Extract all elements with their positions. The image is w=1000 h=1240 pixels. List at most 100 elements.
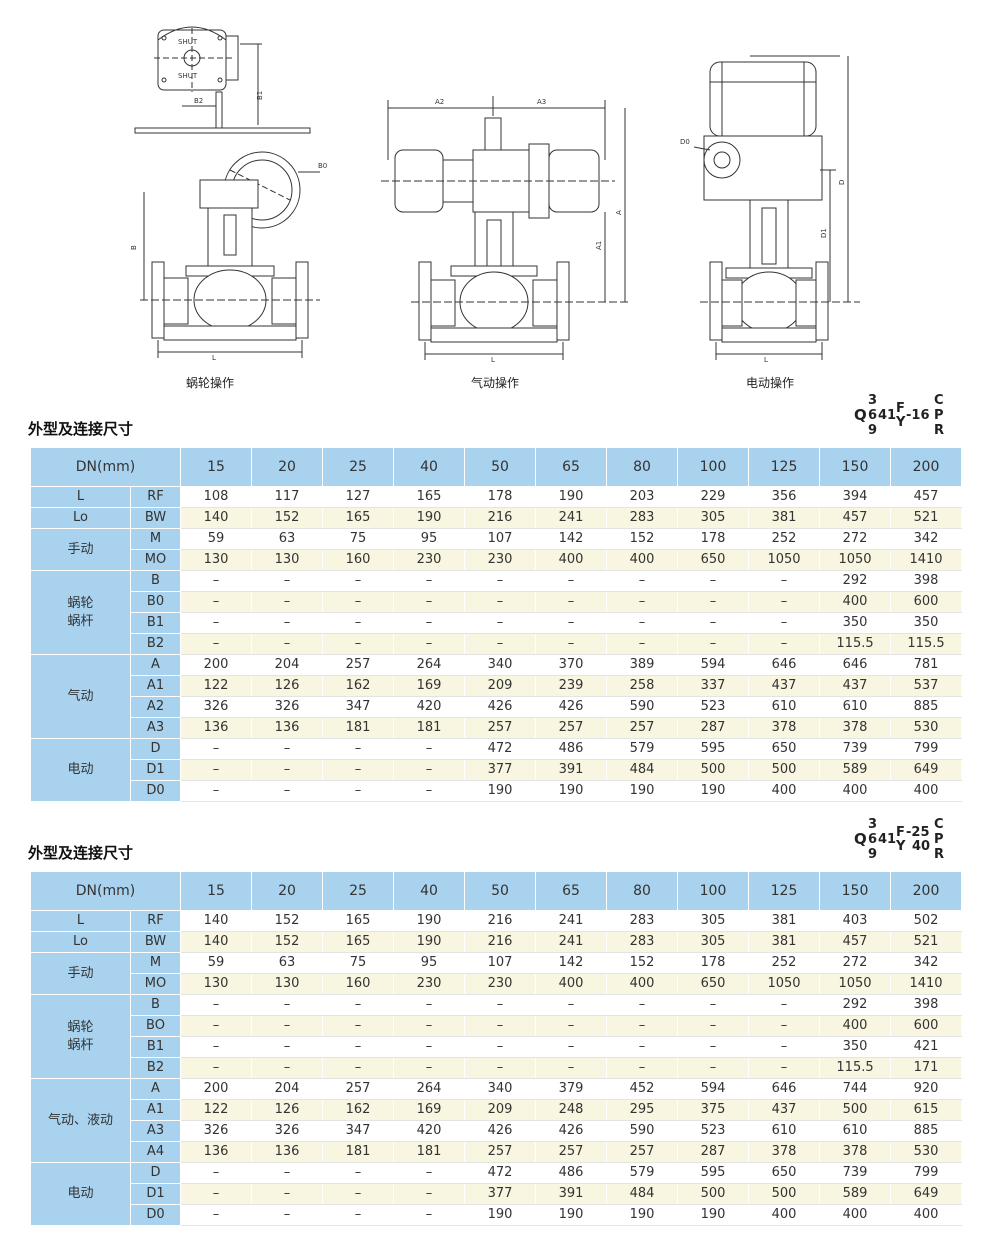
value-cell: – — [606, 1057, 679, 1079]
value-cell: 178 — [677, 528, 750, 550]
value-cell: 190 — [606, 780, 679, 802]
value-cell: – — [677, 612, 750, 634]
row-group-label: L — [30, 910, 131, 932]
value-cell: – — [393, 1183, 466, 1205]
value-cell: – — [677, 570, 750, 592]
row-sub-label: A — [129, 654, 182, 676]
value-cell: 610 — [819, 696, 892, 718]
value-cell: 59 — [180, 528, 253, 550]
value-cell: – — [180, 1183, 253, 1205]
header-size-cell: 100 — [677, 447, 750, 487]
value-cell: – — [180, 1015, 253, 1037]
row-sub-label: BW — [129, 507, 182, 529]
value-cell: 530 — [890, 717, 963, 739]
value-cell: 594 — [677, 654, 750, 676]
value-cell: 579 — [606, 1162, 679, 1184]
header-size-cell: 150 — [819, 871, 892, 911]
header-size-cell: 15 — [180, 447, 253, 487]
value-cell: 209 — [464, 1099, 537, 1121]
value-cell: 1410 — [890, 973, 963, 995]
row-sub-label: M — [129, 952, 182, 974]
value-cell: 305 — [677, 931, 750, 953]
value-cell: 610 — [748, 1120, 821, 1142]
row-group-label: 蜗轮 蜗杆 — [30, 994, 131, 1079]
value-cell: 162 — [322, 1099, 395, 1121]
value-cell: – — [535, 1057, 608, 1079]
header-size-cell: 200 — [890, 447, 963, 487]
value-cell: 885 — [890, 1120, 963, 1142]
row-sub-label: B — [129, 570, 182, 592]
value-cell: 400 — [535, 549, 608, 571]
value-cell: 216 — [464, 931, 537, 953]
value-cell: 136 — [251, 1141, 324, 1163]
value-cell: 257 — [535, 1141, 608, 1163]
value-cell: 579 — [606, 738, 679, 760]
value-cell: – — [322, 591, 395, 613]
value-cell: 650 — [677, 973, 750, 995]
svg-text:B: B — [130, 245, 138, 250]
value-cell: 107 — [464, 952, 537, 974]
value-cell: 426 — [464, 1120, 537, 1142]
value-cell: 287 — [677, 717, 750, 739]
value-cell: – — [180, 1036, 253, 1058]
value-cell: 190 — [606, 1204, 679, 1226]
value-cell: 287 — [677, 1141, 750, 1163]
value-cell: – — [393, 633, 466, 655]
row-sub-label: BO — [129, 1015, 182, 1037]
value-cell: 127 — [322, 486, 395, 508]
value-cell: 378 — [748, 1141, 821, 1163]
value-cell: 437 — [748, 675, 821, 697]
value-cell: 181 — [322, 1141, 395, 1163]
svg-text:A3: A3 — [537, 98, 546, 106]
figure-caption-pneumatic: 气动操作 — [470, 376, 519, 390]
value-cell: 523 — [677, 696, 750, 718]
value-cell: 181 — [393, 1141, 466, 1163]
value-cell: 152 — [606, 528, 679, 550]
svg-text:SHUT: SHUT — [178, 72, 198, 80]
value-cell: 391 — [535, 759, 608, 781]
value-cell: – — [180, 633, 253, 655]
value-cell: 216 — [464, 910, 537, 932]
value-cell: 595 — [677, 738, 750, 760]
value-cell: 340 — [464, 1078, 537, 1100]
value-cell: 200 — [180, 654, 253, 676]
value-cell: 595 — [677, 1162, 750, 1184]
value-cell: 350 — [819, 1036, 892, 1058]
value-cell: – — [251, 1204, 324, 1226]
value-cell: 377 — [464, 759, 537, 781]
value-cell: 1050 — [748, 549, 821, 571]
value-cell: 400 — [748, 780, 821, 802]
value-cell: 165 — [322, 910, 395, 932]
svg-text:B0: B0 — [318, 162, 327, 170]
value-cell: 649 — [890, 1183, 963, 1205]
value-cell: 400 — [748, 1204, 821, 1226]
value-cell: – — [393, 1015, 466, 1037]
value-cell: 589 — [819, 1183, 892, 1205]
value-cell: 136 — [180, 1141, 253, 1163]
row-sub-label: D — [129, 738, 182, 760]
value-cell: – — [180, 591, 253, 613]
value-cell: 326 — [251, 696, 324, 718]
value-cell: 610 — [819, 1120, 892, 1142]
value-cell: 398 — [890, 570, 963, 592]
row-sub-label: D — [129, 1162, 182, 1184]
row-sub-label: A1 — [129, 1099, 182, 1121]
value-cell: 283 — [606, 931, 679, 953]
value-cell: – — [251, 1036, 324, 1058]
value-cell: 377 — [464, 1183, 537, 1205]
value-cell: 391 — [535, 1183, 608, 1205]
value-cell: 165 — [393, 486, 466, 508]
value-cell: 190 — [677, 780, 750, 802]
value-cell: 190 — [464, 780, 537, 802]
header-size-cell: 40 — [393, 447, 466, 487]
value-cell: – — [180, 759, 253, 781]
value-cell: 375 — [677, 1099, 750, 1121]
